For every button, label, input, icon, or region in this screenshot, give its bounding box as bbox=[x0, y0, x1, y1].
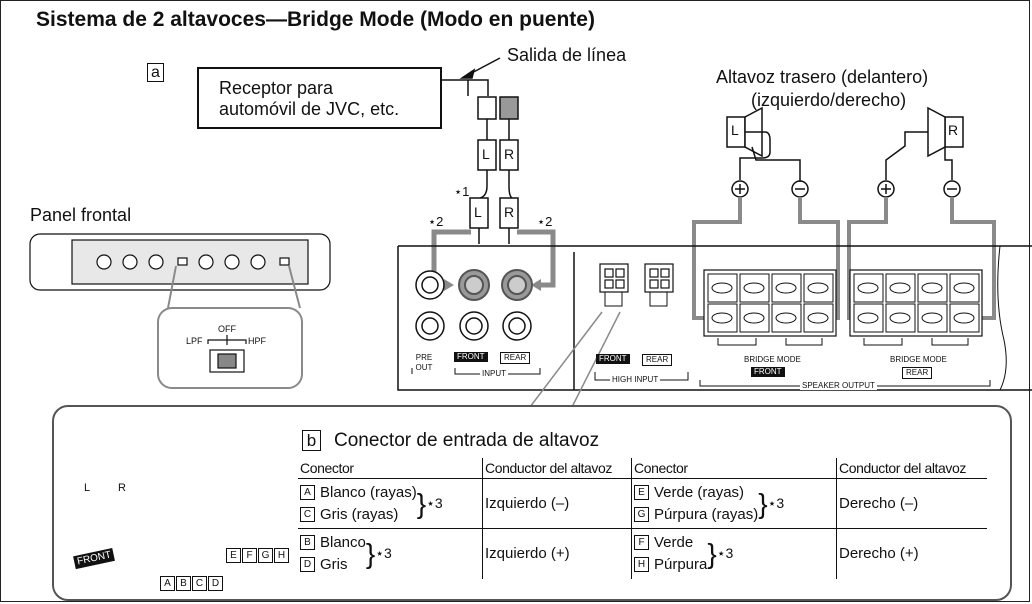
speaker-right-letter: R bbox=[948, 122, 959, 138]
speaker-front-tag: FRONT bbox=[751, 367, 785, 377]
high-rear-tag: REAR bbox=[642, 354, 673, 366]
header-conductor-right: Conductor del altavoz bbox=[836, 458, 987, 479]
high-input-label: HIGH INPUT bbox=[610, 375, 661, 384]
brace-icon: } bbox=[758, 487, 768, 519]
bridge-mode-rear-label: BRIDGE MODE bbox=[888, 355, 949, 364]
row2-left-connectors: B Blanco D Gris }⋆3 bbox=[298, 529, 483, 579]
speaker-left-letter: L bbox=[731, 122, 739, 138]
switch-off-label: OFF bbox=[218, 324, 236, 334]
wire-letter-g: G bbox=[258, 548, 273, 563]
speaker-rear-tag: REAR bbox=[902, 367, 933, 379]
wire-name: Gris (rayas) bbox=[320, 505, 399, 523]
connector-table-header: Conector Conductor del altavoz Conector … bbox=[298, 458, 987, 479]
bottom-connector-l: L bbox=[84, 482, 91, 494]
wire-name: Blanco (rayas) bbox=[320, 483, 417, 501]
star-3-label: ⋆3 bbox=[375, 545, 392, 562]
wire-letter-c: C bbox=[192, 576, 207, 591]
receiver-box: Receptor para automóvil de JVC, etc. bbox=[197, 67, 442, 129]
receiver-line1: Receptor para bbox=[219, 78, 334, 98]
wire-letter-h: H bbox=[274, 548, 289, 563]
letter-box: E bbox=[634, 485, 649, 501]
header-conductor-left: Conductor del altavoz bbox=[482, 458, 632, 479]
wire-name: Gris bbox=[320, 555, 348, 573]
plug-right-bottom: R bbox=[504, 204, 515, 220]
section-label-b: b bbox=[302, 430, 321, 451]
letter-box: C bbox=[300, 507, 315, 523]
pre-out-label: PRE OUT bbox=[415, 353, 433, 372]
wire-name: Púrpura bbox=[654, 555, 708, 573]
section-label-a: a bbox=[147, 63, 164, 82]
row2-right-connectors: F Verde H Púrpura }⋆3 bbox=[631, 528, 837, 579]
wire-letter-b: B bbox=[176, 576, 191, 591]
wire-name: Blanco bbox=[320, 533, 366, 551]
amp-input-label: INPUT bbox=[480, 369, 508, 378]
row1-left-conductor: Izquierdo (–) bbox=[482, 478, 632, 529]
letter-box: G bbox=[634, 507, 649, 523]
brace-icon: } bbox=[707, 537, 717, 569]
row1-right-connectors: E Verde (rayas) G Púrpura (rayas) }⋆3 bbox=[631, 478, 837, 529]
letter-box: F bbox=[634, 535, 649, 551]
wire-letter-d: D bbox=[208, 576, 223, 591]
rear-speaker-label-line1: Altavoz trasero (delantero) bbox=[716, 67, 929, 87]
high-front-tag: FRONT bbox=[596, 354, 630, 364]
switch-hpf-label: HPF bbox=[248, 336, 266, 346]
wire-letter-f: F bbox=[242, 548, 257, 563]
row1-right-conductor: Derecho (–) bbox=[836, 478, 987, 529]
wire-name: Verde (rayas) bbox=[654, 483, 745, 501]
header-connector-right: Conector bbox=[631, 458, 837, 479]
brace-icon: } bbox=[416, 487, 427, 519]
letter-box: H bbox=[634, 557, 649, 573]
header-connector-left: Conector bbox=[298, 458, 483, 479]
page-title: Sistema de 2 altavoces—Bridge Mode (Modo… bbox=[36, 8, 595, 31]
letter-box: B bbox=[300, 535, 315, 551]
rear-speaker-label-line2: (izquierdo/derecho) bbox=[751, 90, 907, 110]
speaker-output-label: SPEAKER OUTPUT bbox=[800, 381, 877, 390]
wire-letter-e: E bbox=[226, 548, 241, 563]
amp-front-tag: FRONT bbox=[454, 352, 488, 362]
star-1-label: ⋆1 bbox=[454, 184, 470, 199]
wire-name: Verde bbox=[654, 533, 694, 551]
switch-lpf-label: LPF bbox=[186, 336, 203, 346]
brace-icon: } bbox=[365, 537, 376, 569]
bottom-connector-r: R bbox=[118, 482, 126, 494]
wire-letter-a: A bbox=[160, 576, 175, 591]
star-2-right-label: ⋆2 bbox=[537, 214, 553, 229]
row2-right-conductor: Derecho (+) bbox=[836, 528, 987, 579]
letter-box: D bbox=[300, 557, 315, 573]
row1-left-connectors: A Blanco (rayas) C Gris (rayas) }⋆3 bbox=[298, 478, 483, 529]
plug-left-top: L bbox=[482, 146, 490, 162]
row2-left-conductor: Izquierdo (+) bbox=[482, 528, 632, 579]
star-3-label: ⋆3 bbox=[716, 545, 734, 562]
line-out-label: Salida de línea bbox=[507, 45, 627, 65]
plug-left-bottom: L bbox=[474, 204, 482, 220]
star-3-label: ⋆3 bbox=[767, 495, 785, 511]
star-2-left-label: ⋆2 bbox=[428, 214, 444, 229]
amp-rear-tag: REAR bbox=[500, 352, 531, 364]
letter-box: A bbox=[300, 485, 315, 501]
plug-right-top: R bbox=[504, 146, 515, 162]
bridge-mode-front-label: BRIDGE MODE bbox=[742, 355, 803, 364]
connector-title: Conector de entrada de altavoz bbox=[334, 430, 600, 451]
star-3-label: ⋆3 bbox=[426, 495, 443, 511]
front-panel-label: Panel frontal bbox=[30, 205, 132, 225]
connector-table: Conector Conductor del altavoz Conector … bbox=[298, 458, 987, 579]
wire-name: Púrpura (rayas) bbox=[654, 505, 759, 523]
receiver-line2: automóvil de JVC, etc. bbox=[219, 99, 400, 119]
